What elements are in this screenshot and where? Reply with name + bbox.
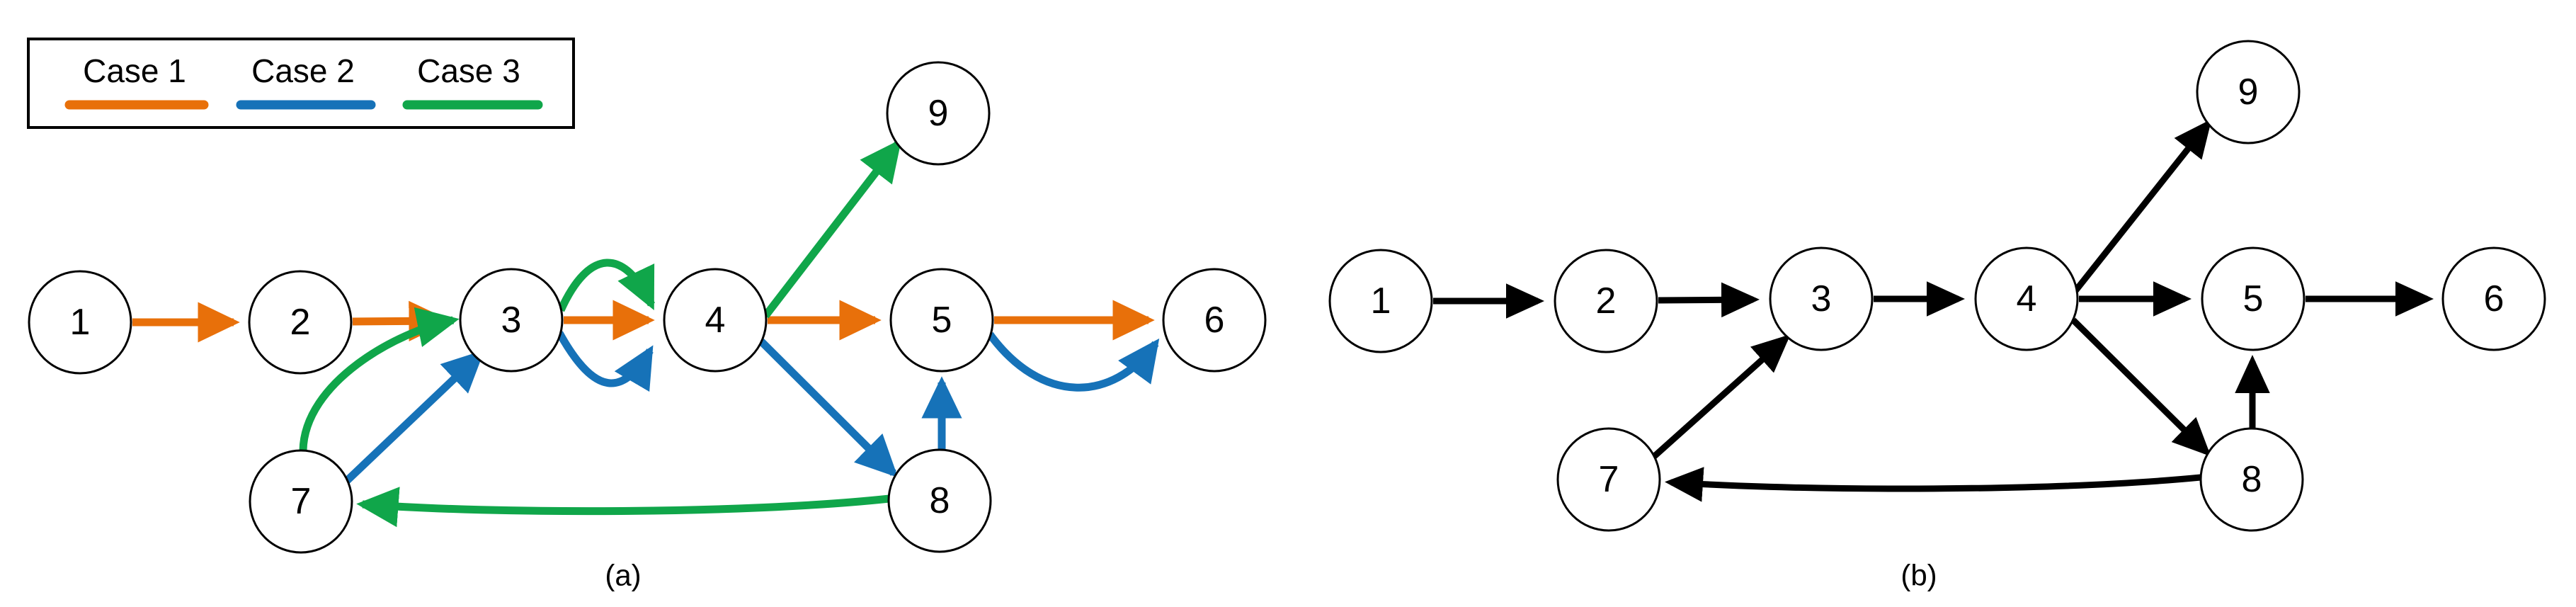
node-a-7[interactable]: 7: [249, 449, 353, 554]
node-a-3[interactable]: 3: [459, 268, 564, 373]
node-b-2-label: 2: [1596, 280, 1617, 322]
panel-a-caption: (a): [605, 559, 641, 592]
node-b-2[interactable]: 2: [1554, 249, 1658, 353]
legend-box: [27, 38, 575, 129]
node-b-7[interactable]: 7: [1556, 427, 1661, 532]
node-a-6[interactable]: 6: [1162, 268, 1267, 373]
node-a-9[interactable]: 9: [886, 61, 991, 166]
node-b-6[interactable]: 6: [2441, 246, 2546, 351]
node-b-4-label: 4: [2017, 278, 2037, 319]
node-b-3-label: 3: [1811, 278, 1832, 319]
node-a-7-label: 7: [291, 481, 312, 522]
edge-a-8-7-case3: [356, 487, 890, 528]
node-a-3-label: 3: [501, 300, 522, 341]
node-a-1-label: 1: [70, 302, 91, 343]
node-a-2-label: 2: [290, 302, 311, 343]
legend-label-case-3: Case 3: [417, 52, 520, 89]
node-a-9-label: 9: [928, 93, 949, 134]
node-a-8[interactable]: 8: [887, 448, 992, 553]
node-b-3[interactable]: 3: [1769, 246, 1874, 351]
node-b-6-label: 6: [2484, 278, 2504, 319]
edge-a-3-4-case2: [556, 331, 654, 392]
node-b-5[interactable]: 5: [2201, 246, 2306, 351]
node-b-8-label: 8: [2242, 459, 2262, 500]
edge-a-7-3-case2: [336, 349, 485, 492]
node-b-7-label: 7: [1599, 459, 1619, 500]
legend: Case 1 Case 2 Case 3: [27, 38, 575, 129]
edge-a-4-9-case3: [762, 139, 902, 319]
node-a-4[interactable]: 4: [663, 268, 768, 373]
node-b-5-label: 5: [2243, 278, 2264, 319]
edge-a-3-4-case3: [557, 259, 655, 312]
legend-label-case-2: Case 2: [251, 52, 355, 89]
node-a-6-label: 6: [1204, 300, 1225, 341]
edge-b-8-7: [1665, 467, 2201, 502]
node-a-4-label: 4: [705, 300, 726, 341]
node-b-8[interactable]: 8: [2199, 427, 2304, 532]
edge-a-2-3-case1: [352, 300, 451, 341]
node-b-1-label: 1: [1371, 280, 1391, 322]
node-b-4[interactable]: 4: [1974, 246, 2079, 351]
node-a-8-label: 8: [930, 480, 950, 521]
panel-a-edges: [132, 139, 1160, 528]
edge-b-4-9: [2072, 118, 2212, 294]
edge-b-7-3: [1641, 334, 1791, 468]
panel-b-caption: (b): [1900, 559, 1937, 592]
node-a-2[interactable]: 2: [248, 270, 353, 375]
node-b-1[interactable]: 1: [1328, 249, 1433, 353]
panel-b-edges: [1433, 118, 2434, 502]
panel-b-nodes: 1 2 3 4 5 6 7: [1328, 40, 2546, 532]
node-a-5[interactable]: 5: [889, 268, 994, 373]
edge-a-7-3-case3: [299, 307, 460, 451]
node-a-5-label: 5: [932, 300, 952, 341]
edge-a-4-8-case2: [758, 339, 899, 478]
legend-label-case-1: Case 1: [83, 52, 186, 89]
edge-b-4-8: [2070, 317, 2211, 457]
node-b-9[interactable]: 9: [2196, 40, 2301, 144]
edge-a-5-6-case2: [986, 331, 1160, 392]
node-a-1[interactable]: 1: [28, 270, 132, 375]
panel-a-nodes: 1 2 3 4 5 6 7: [28, 61, 1267, 554]
node-b-9-label: 9: [2238, 72, 2259, 113]
